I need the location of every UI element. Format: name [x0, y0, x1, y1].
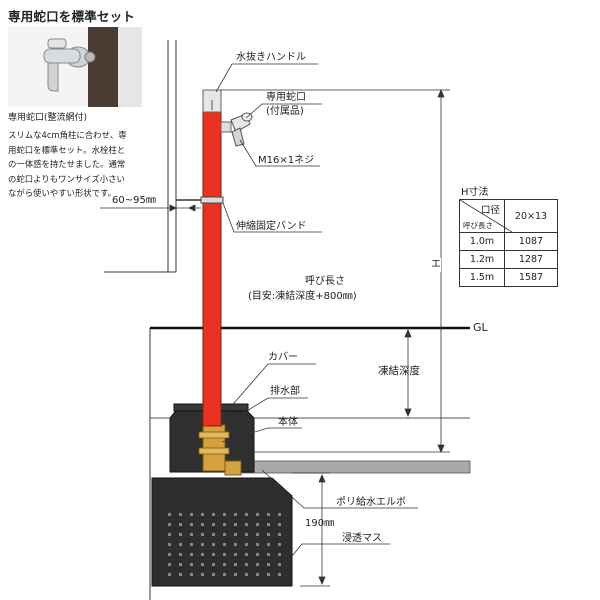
- label-nominal-length-sub: (目安:凍結深度+800㎜): [248, 291, 357, 302]
- h-dimension-table: 口径 呼び長さ 20×13 1.0m 1087 1.2m 1287 1.5m 1…: [459, 199, 558, 287]
- table-cell-length: 1.2m: [459, 250, 505, 269]
- label-gl: GL: [473, 321, 488, 334]
- infiltration-basin: [151, 477, 293, 587]
- description-line: ながら使いやすい形状です。: [8, 188, 117, 199]
- label-h-mark: エ: [431, 258, 441, 272]
- label-faucet: 専用蛇口: [266, 92, 306, 103]
- gravel-layer: [237, 460, 471, 474]
- table-cell-value: 1287: [504, 250, 558, 269]
- table-row: 1.0m 1087: [459, 232, 558, 251]
- header-top: 口径: [480, 205, 500, 216]
- table-corner-cell: 口径 呼び長さ: [459, 199, 512, 233]
- water-post: [202, 109, 222, 427]
- description-line: の蛇口よりもワンサイズ小さい: [8, 173, 125, 184]
- depth-190-dimension: [292, 472, 330, 587]
- h-dimension: [221, 88, 450, 454]
- label-cover: カバー: [268, 352, 298, 363]
- table-row: 1.2m 1287: [459, 250, 558, 269]
- page-title: 専用蛇口を標準セット: [8, 9, 136, 24]
- table-title: H寸法: [461, 187, 489, 198]
- faucet-drawing: [220, 112, 253, 147]
- table-header-row: 口径 呼び長さ 20×13: [459, 199, 558, 233]
- diagonal-rule: [460, 200, 512, 232]
- description-line: の一体感を持たせました。通常: [8, 159, 126, 170]
- label-elbow: ポリ給水エルボ: [336, 497, 406, 508]
- label-drain-handle: 水抜きハンドル: [236, 52, 306, 63]
- table-cell-value: 1087: [504, 232, 558, 251]
- label-faucet-sub: (付属品): [266, 106, 304, 117]
- description-line: スリムな4cm角柱に合わせ、専: [8, 130, 127, 140]
- leader-lines: [215, 63, 418, 557]
- frost-depth-dimension: [404, 328, 412, 418]
- table-cell-value: 1587: [504, 268, 558, 287]
- table-cell-length: 1.5m: [459, 268, 505, 287]
- label-body: 本体: [278, 417, 298, 428]
- table-row: 1.5m 1587: [459, 268, 558, 287]
- wall-post: [104, 40, 177, 600]
- brass-fittings: [198, 424, 242, 476]
- table-column-header: 20×13: [504, 199, 558, 233]
- description: スリムな4cm角柱に合わせ、専 用蛇口を標準セット。水栓柱と の一体感を持たせま…: [8, 128, 158, 201]
- label-basin: 浸透マス: [342, 533, 382, 544]
- clearance-dimension: [100, 204, 201, 212]
- label-thread: M16×1ネジ: [258, 155, 315, 166]
- description-line: 用蛇口を標準セット。水栓柱と: [8, 144, 126, 155]
- label-frost-depth: 凍結深度: [378, 365, 420, 377]
- label-clearance: 60~95㎜: [112, 195, 156, 206]
- photo-caption: 専用蛇口(整流網付): [8, 113, 88, 123]
- label-depth-190: 190㎜: [305, 518, 335, 529]
- header-bottom: 呼び長さ: [463, 221, 493, 230]
- table-cell-length: 1.0m: [459, 232, 505, 251]
- fixing-band: [200, 196, 224, 204]
- label-nominal-length: 呼び長さ: [305, 276, 345, 287]
- label-band: 伸縮固定バンド: [236, 221, 307, 232]
- faucet-photo: [8, 27, 142, 107]
- label-drain-part: 排水部: [270, 386, 300, 397]
